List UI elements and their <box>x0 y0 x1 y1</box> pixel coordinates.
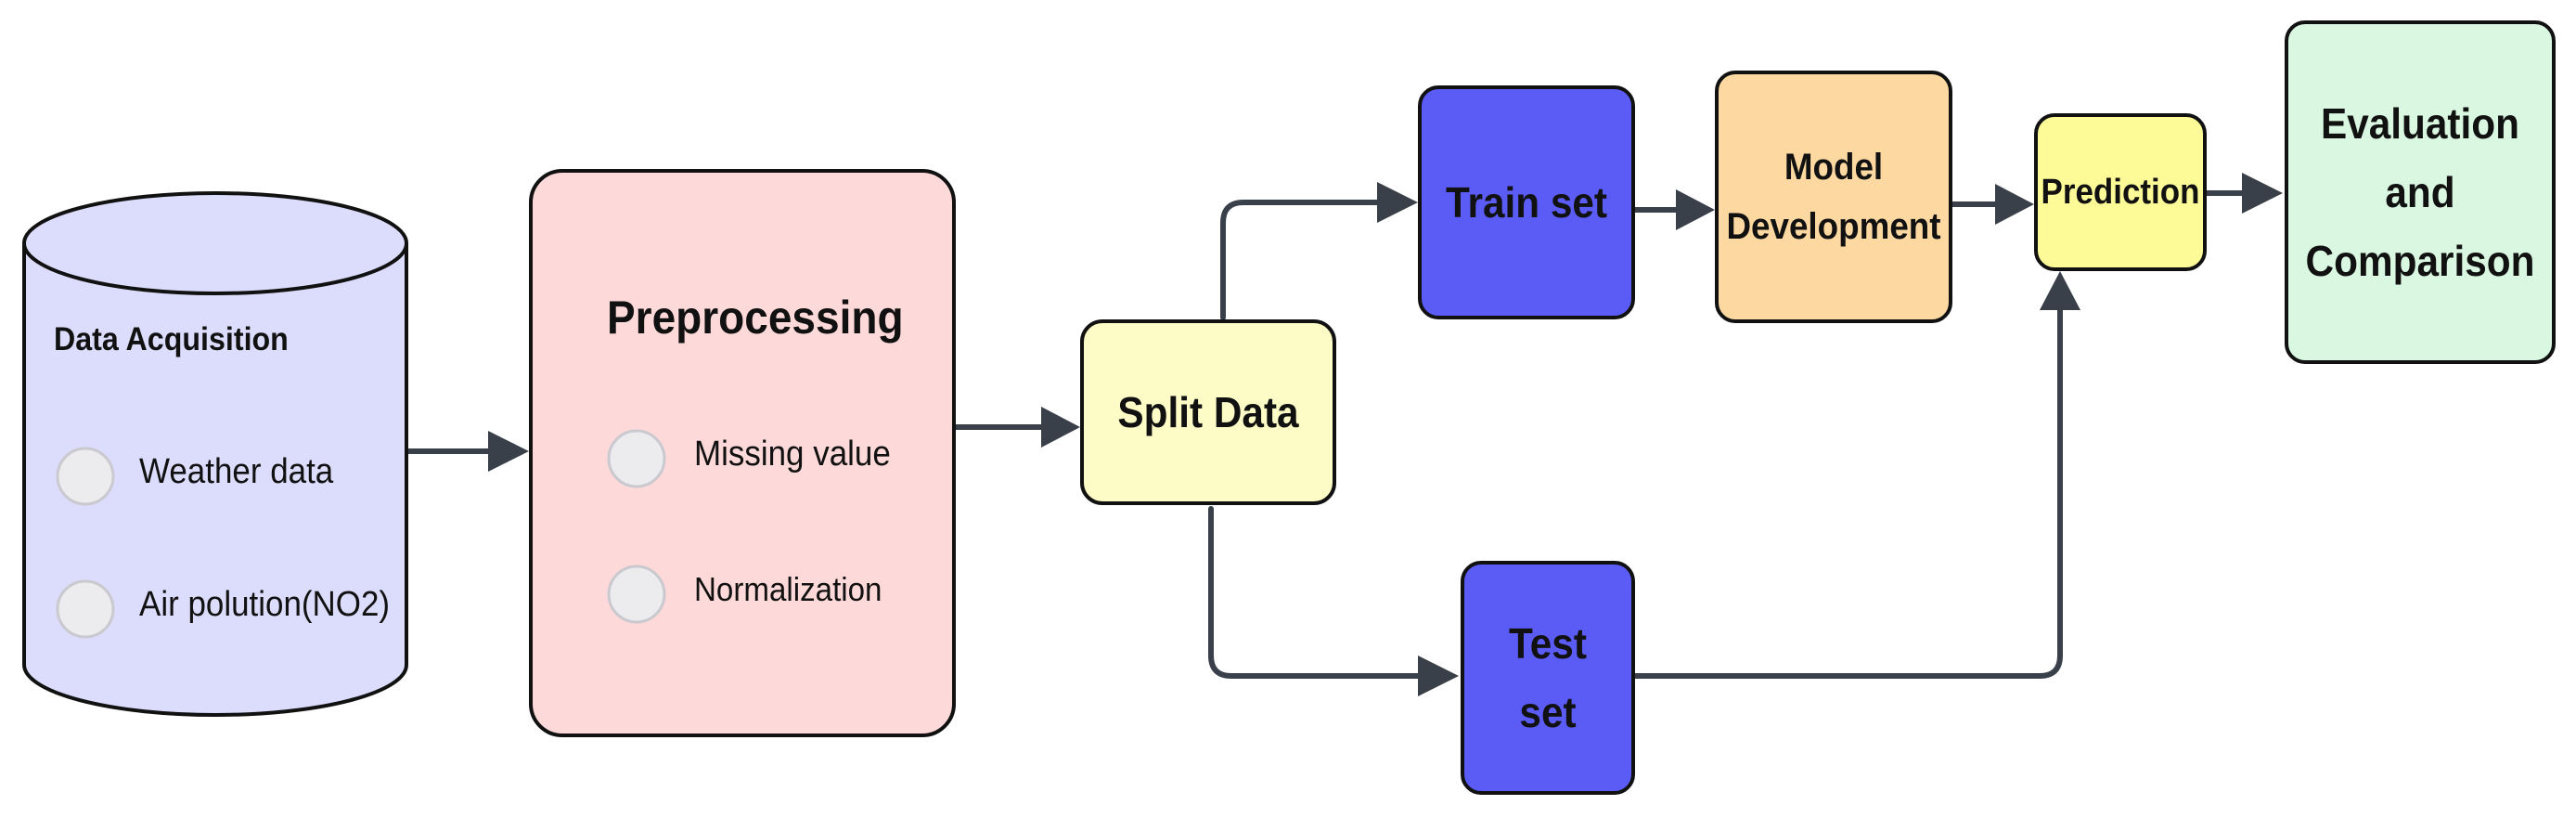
arrowhead-test <box>1418 656 1459 696</box>
preprocessing-box <box>529 169 956 737</box>
evaluation-label-line2: and <box>2385 168 2455 216</box>
cylinder-top <box>22 191 408 295</box>
edge-split-to-test <box>1208 506 1421 679</box>
data-acquisition-cylinder <box>22 191 408 717</box>
cylinder-body <box>22 243 408 717</box>
prediction-box <box>2034 113 2207 271</box>
bullet-circle-weather <box>56 447 115 506</box>
preprocessing-title: Preprocessing <box>607 292 904 344</box>
test-set-label: Test set <box>1469 563 1626 793</box>
test-set-box <box>1461 561 1635 795</box>
arrowheads <box>488 173 2283 696</box>
data-acquisition-item-air: Air polution(NO2) <box>139 585 391 624</box>
test-set-label-line1: Test <box>1509 619 1587 668</box>
evaluation-label: Evaluation and Comparison <box>2298 22 2544 362</box>
bullet-circle-missing <box>607 429 666 488</box>
evaluation-label-line1: Evaluation <box>2320 99 2519 148</box>
data-acquisition-item-weather: Weather data <box>139 452 334 491</box>
edge-split-to-train <box>1220 200 1380 320</box>
train-set-box <box>1418 85 1635 319</box>
data-acquisition-title: Data Acquisition <box>54 321 289 357</box>
connectors <box>404 190 2247 679</box>
split-data-label: Split Data <box>1117 388 1299 436</box>
preprocessing-item-normalization: Normalization <box>694 570 882 608</box>
preprocessing-item-missing: Missing value <box>694 435 891 474</box>
train-set-label: Train set <box>1445 178 1608 227</box>
arrowhead-model <box>1676 189 1715 230</box>
arrowhead-preprocessing <box>488 431 529 472</box>
arrowhead-train <box>1377 182 1418 223</box>
arrowhead-evaluation <box>2242 173 2283 214</box>
model-development-label-line1: Model <box>1784 147 1884 188</box>
arrowhead-prediction-left <box>1995 184 2034 225</box>
model-development-label: Model Development <box>1726 72 1941 321</box>
bullet-circle-air <box>56 579 115 639</box>
prediction-label: Prediction <box>2041 172 2200 212</box>
test-set-label-line2: set <box>1519 688 1577 736</box>
bullet-circle-normalization <box>607 565 666 624</box>
model-development-box <box>1715 71 1952 323</box>
evaluation-box <box>2285 20 2556 364</box>
arrowhead-split <box>1041 407 1080 448</box>
model-development-label-line2: Development <box>1726 206 1941 247</box>
edge-test-to-prediction <box>1632 307 2063 679</box>
split-data-box <box>1080 319 1336 505</box>
arrowhead-prediction-bottom <box>2040 271 2080 310</box>
evaluation-label-line3: Comparison <box>2305 237 2535 285</box>
